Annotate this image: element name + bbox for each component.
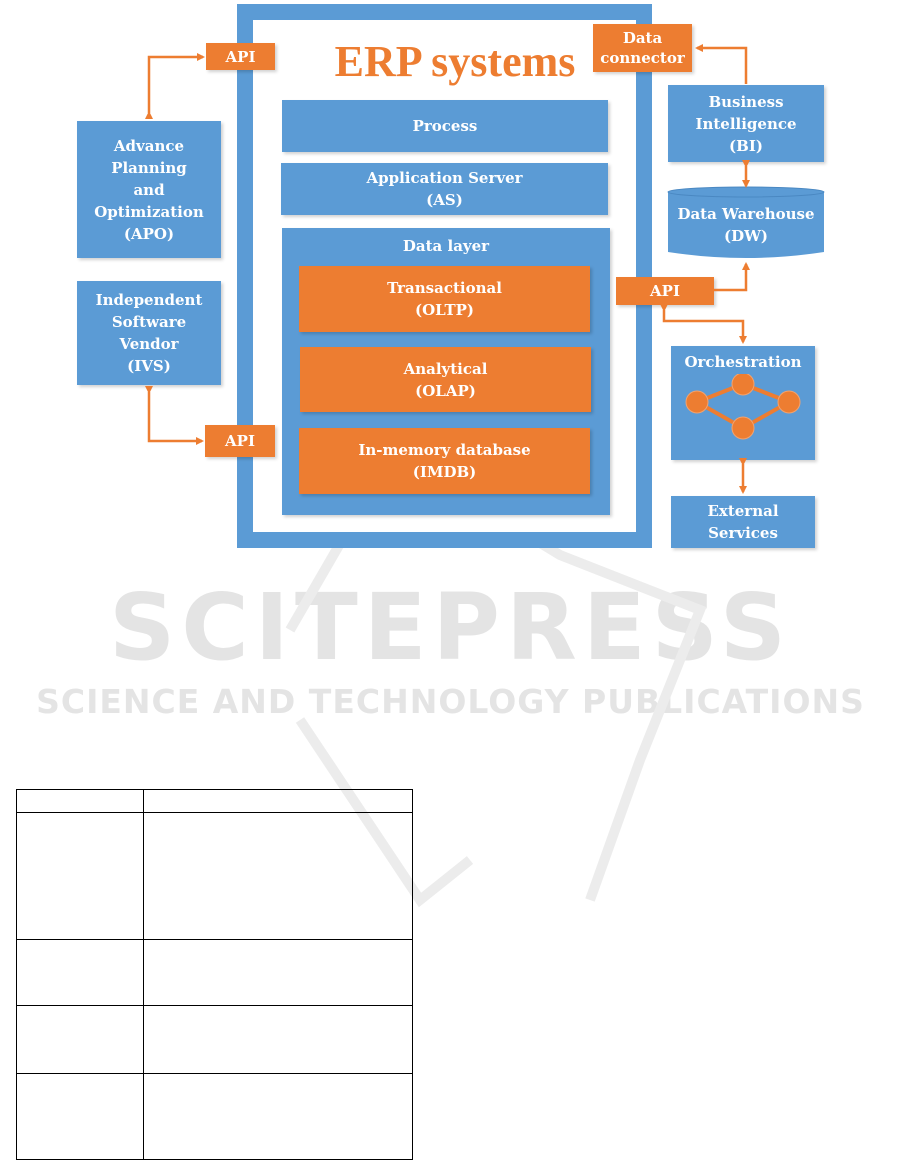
table-cell [16, 1005, 144, 1074]
table-cell [143, 939, 413, 1006]
imdb-box: In-memory database (IMDB) [299, 428, 590, 494]
diagram-title: ERP systems [334, 37, 576, 86]
table-cell [143, 812, 413, 940]
external-line: Services [708, 524, 778, 542]
apo-line: (APO) [123, 224, 175, 243]
data-layer-label: Data layer [402, 237, 490, 255]
data-connector-line1: Data [622, 29, 663, 47]
bi-line: Business [708, 92, 784, 111]
table-cell [16, 812, 144, 940]
bi-line: (BI) [729, 136, 763, 155]
process-box: Process [282, 100, 608, 152]
analytical-box: Analytical (OLAP) [300, 347, 591, 412]
data-connector-box: Data connector [593, 24, 692, 72]
olap-label: Analytical [403, 359, 488, 378]
process-label: Process [412, 117, 478, 135]
api-top-left: API [206, 43, 275, 70]
olap-abbr: (OLAP) [415, 381, 476, 400]
orchestration-box: Orchestration [671, 346, 815, 460]
apo-line: Planning [111, 158, 187, 177]
table-cell [16, 789, 144, 813]
transactional-box: Transactional (OLTP) [299, 266, 590, 332]
api-label: API [225, 432, 255, 450]
api-right: API [616, 277, 714, 305]
apo-line: Advance [113, 136, 185, 155]
as-abbr: (AS) [426, 191, 463, 209]
table-cell [16, 939, 144, 1006]
dw-label: Data Warehouse (DW) [668, 200, 824, 250]
bi-box: Business Intelligence (BI) [668, 85, 824, 162]
api-label: API [650, 282, 680, 300]
ivs-line: Software [111, 313, 187, 331]
oltp-abbr: (OLTP) [414, 301, 475, 319]
external-services-box: External Services [671, 496, 815, 548]
workflow-graph-icon [685, 374, 801, 440]
api-bottom-left: API [205, 425, 275, 457]
dw-line: Data Warehouse [677, 205, 815, 223]
imdb-abbr: (IMDB) [412, 463, 477, 481]
table-row [16, 812, 413, 940]
table-cell [143, 1005, 413, 1074]
table-cell [16, 1073, 144, 1160]
api-label: API [225, 47, 256, 66]
table-cell [143, 1073, 413, 1160]
external-line: External [707, 502, 779, 520]
table-row [16, 1073, 413, 1160]
ivs-line: Independent [95, 291, 203, 309]
connector-arrows [145, 44, 750, 494]
apo-box: Advance Planning and Optimization (APO) [77, 121, 221, 258]
data-connector-line2: connector [600, 49, 685, 67]
empty-table [16, 789, 413, 1160]
dw-line: (DW) [723, 227, 769, 245]
oltp-label: Transactional [387, 279, 502, 297]
orchestration-label: Orchestration [684, 353, 802, 371]
watermark-tagline: SCIENCE AND TECHNOLOGY PUBLICATIONS [36, 682, 865, 721]
table-cell [143, 789, 413, 813]
table-header-row [16, 789, 413, 813]
apo-line: and [133, 180, 165, 199]
as-label: Application Server [366, 169, 523, 187]
apo-line: Optimization [94, 202, 204, 221]
ivs-line: (IVS) [127, 357, 171, 375]
imdb-label: In-memory database [358, 441, 531, 459]
ivs-line: Vendor [119, 335, 179, 353]
ivs-box: Independent Software Vendor (IVS) [77, 281, 221, 385]
table-row [16, 939, 413, 1006]
bi-line: Intelligence [695, 114, 797, 133]
application-server-box: Application Server (AS) [281, 163, 608, 215]
data-warehouse-cylinder [667, 186, 825, 258]
table-row [16, 1005, 413, 1074]
